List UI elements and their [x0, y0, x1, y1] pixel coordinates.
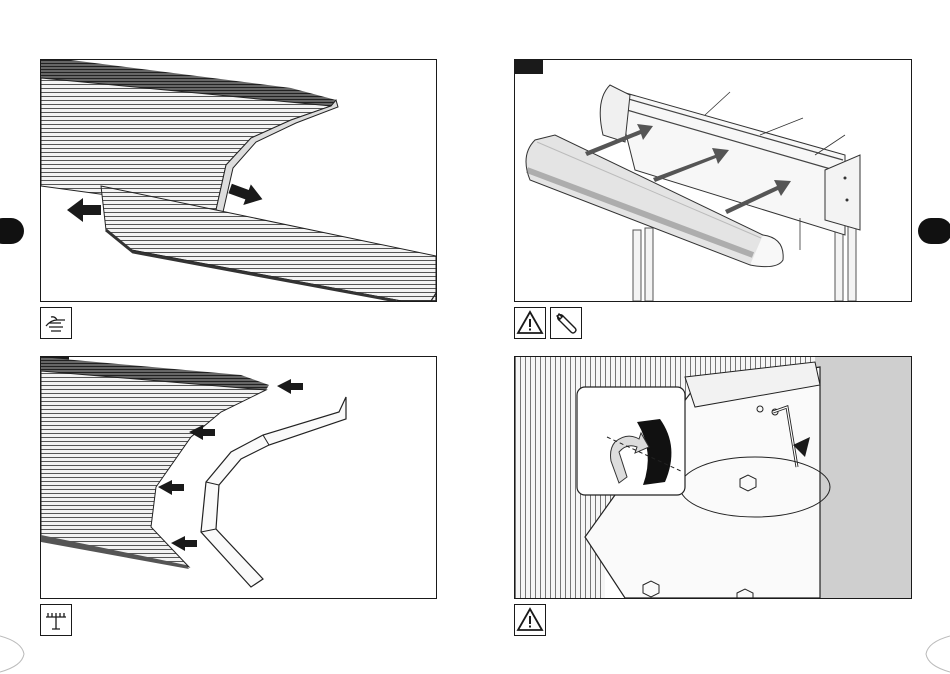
arrow-left-icon-3: [158, 480, 184, 495]
right-chapter-tab: [918, 218, 950, 244]
step-b-illustration: [515, 60, 911, 301]
step-c-icon-rake: [40, 604, 72, 636]
step-a-icon-hand: [40, 307, 72, 339]
cover-flat-sheet: [101, 186, 436, 301]
step-a-panel: [40, 59, 437, 302]
hand-icon: [41, 308, 71, 338]
warning-icon: [515, 605, 545, 635]
step-d-icon-warning: [514, 604, 546, 636]
step-a-illustration: [41, 60, 436, 301]
right-page-curve: [920, 634, 950, 674]
end-bar: [201, 397, 346, 587]
left-chapter-tab: [0, 218, 24, 244]
rake-icon: [41, 605, 71, 635]
step-b-icon-warning: [514, 307, 546, 339]
left-page-curve: [0, 634, 30, 674]
step-c-illustration: [41, 357, 436, 598]
warning-icon: [515, 308, 545, 338]
arrow-left-icon: [67, 198, 101, 222]
wrench-icon: [551, 308, 581, 338]
arrow-right-icon: [226, 178, 265, 210]
arrow-left-icon-1: [277, 379, 303, 394]
arrow-left-icon-4: [171, 536, 197, 551]
step-b-panel: [514, 59, 912, 302]
step-c-panel: [40, 356, 437, 599]
step-d-illustration: [515, 357, 911, 598]
step-d-panel: [514, 356, 912, 599]
step-b-icon-wrench: [550, 307, 582, 339]
